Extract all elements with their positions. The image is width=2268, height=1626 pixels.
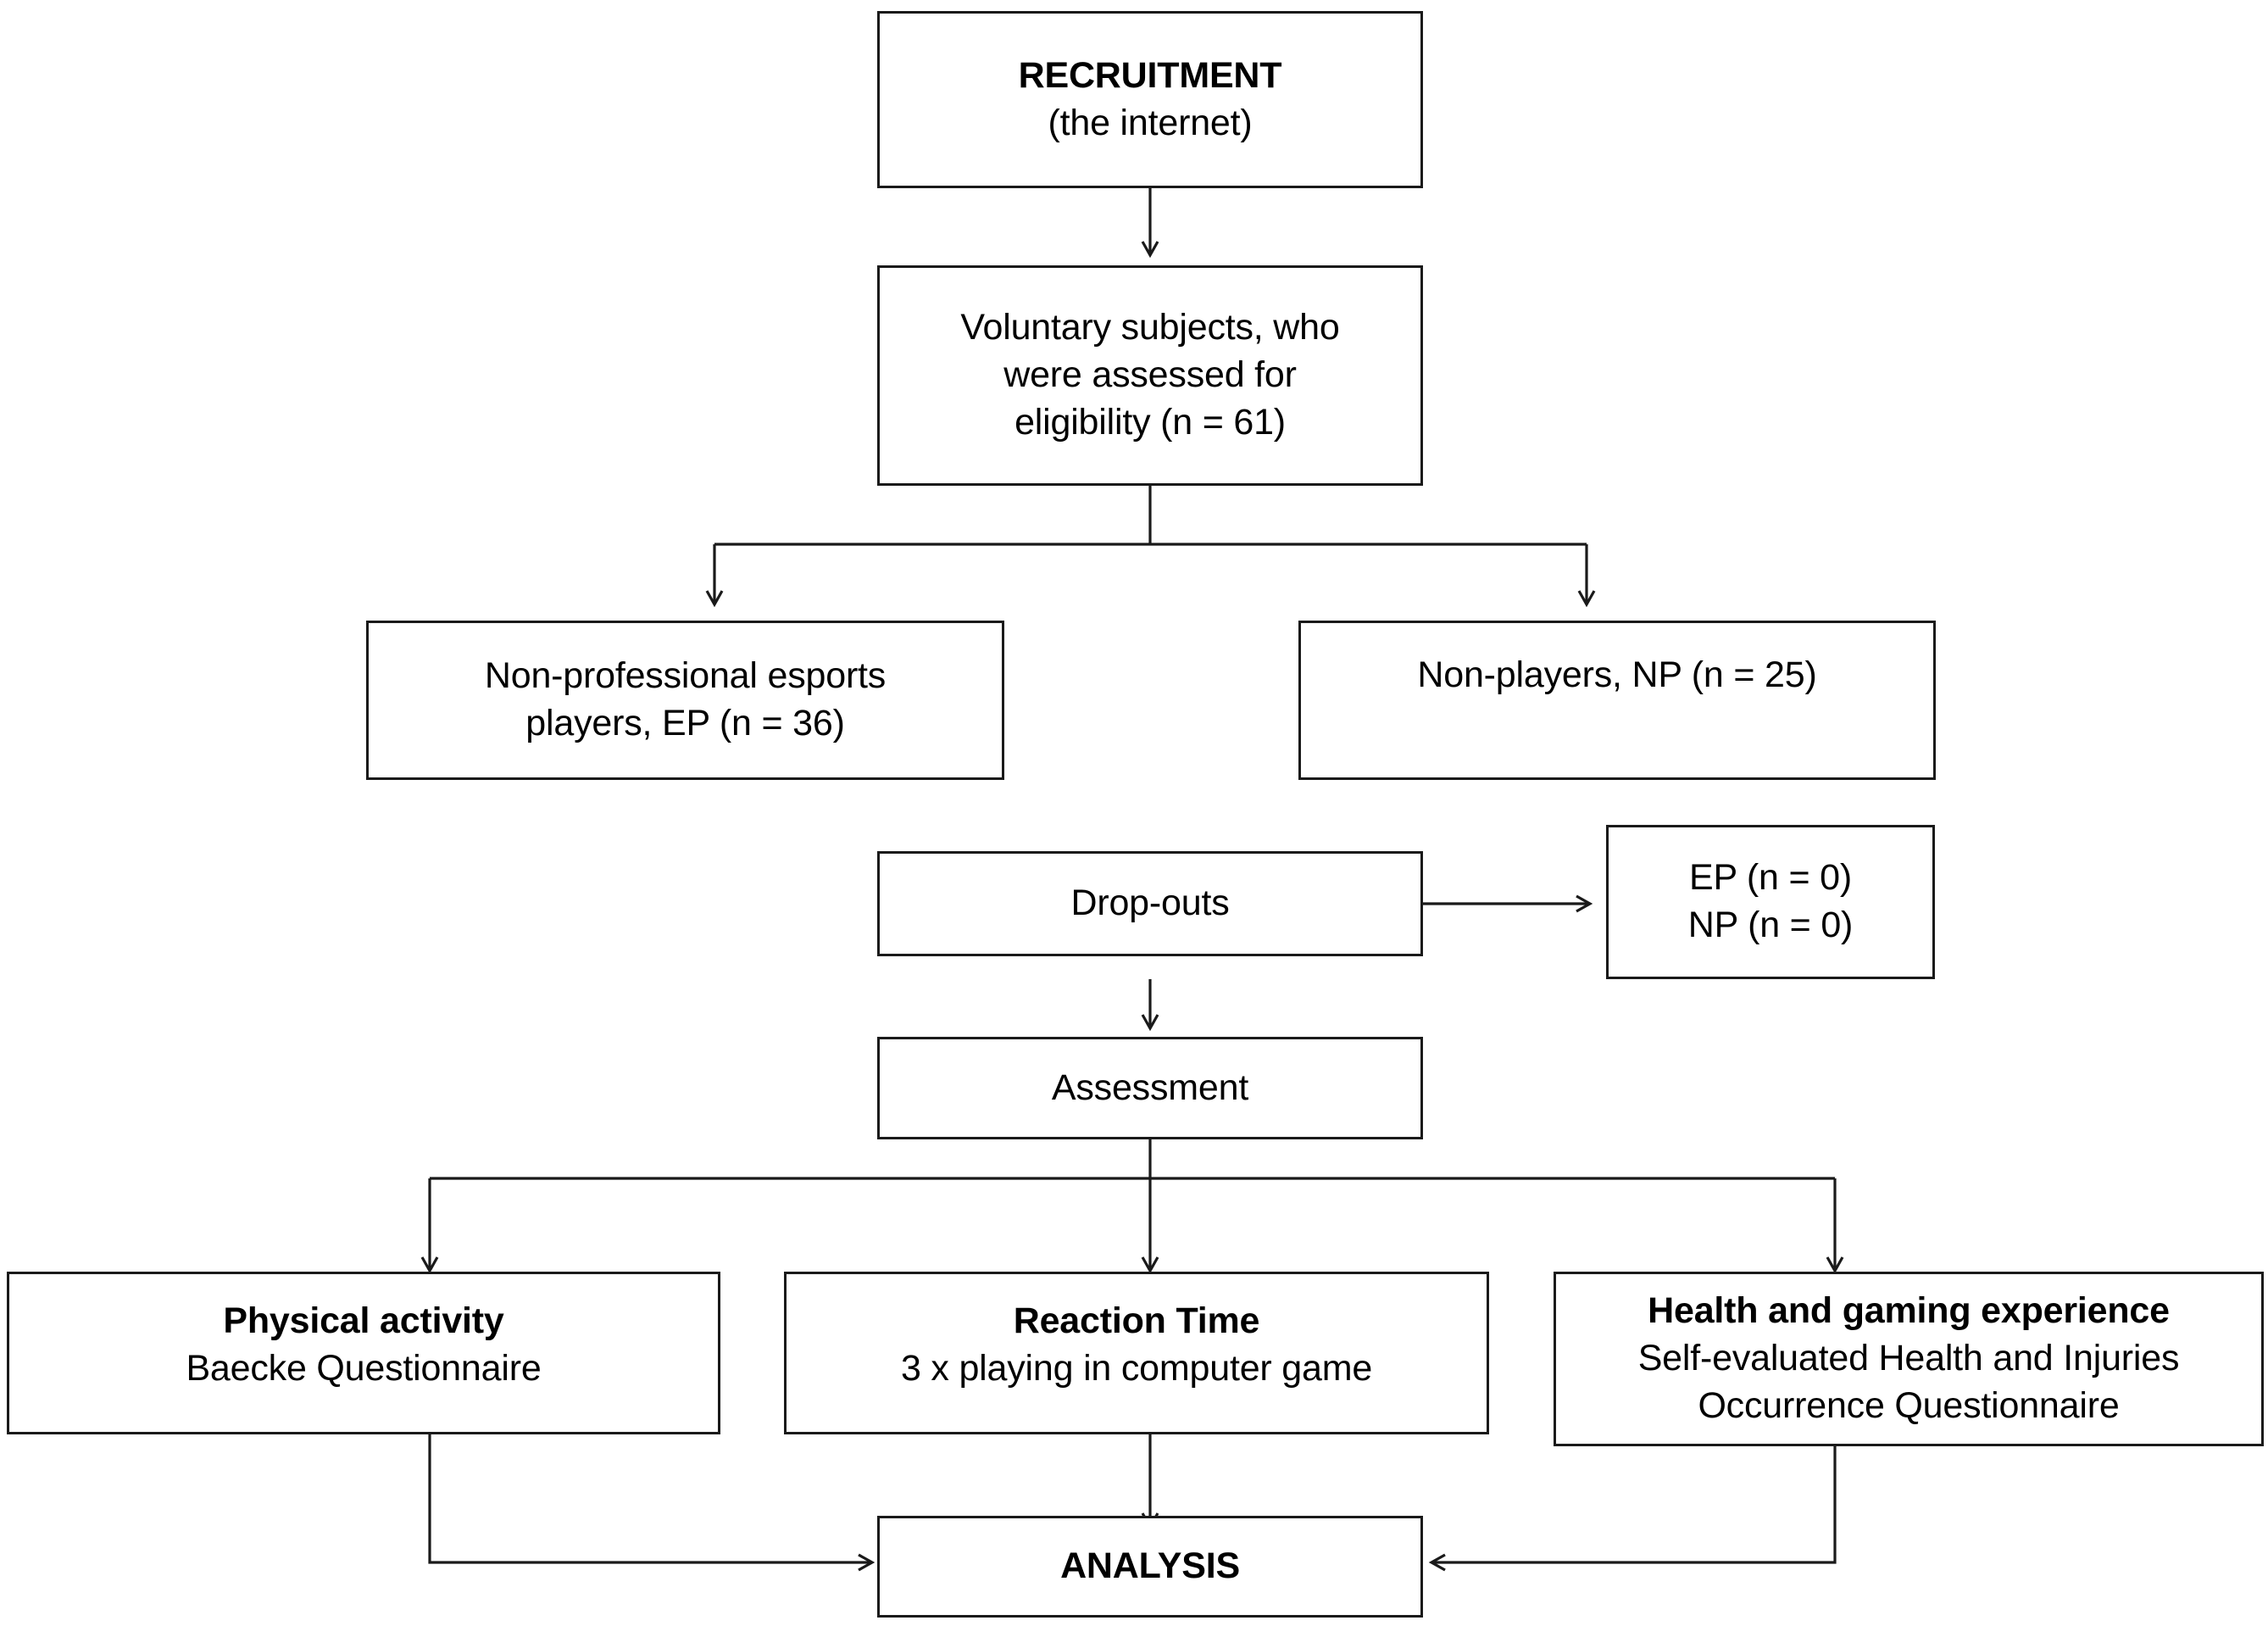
node-dropout-counts[interactable]: EP (n = 0) NP (n = 0)	[1606, 825, 1935, 979]
node-physical-activity[interactable]: Physical activity Baecke Questionnaire	[7, 1272, 720, 1434]
node-reaction-time[interactable]: Reaction Time 3 x playing in computer ga…	[784, 1272, 1489, 1434]
node-eligibility-line-1: Voluntary subjects, who	[960, 307, 1340, 348]
node-eligibility[interactable]: Voluntary subjects, who were assessed fo…	[877, 265, 1423, 486]
node-non-players-line-1: Non-players, NP (n = 25)	[1417, 654, 1817, 695]
node-esports-players[interactable]: Non-professional esports players, EP (n …	[366, 621, 1004, 780]
node-esports-players-line-2: players, EP (n = 36)	[525, 703, 845, 743]
node-health-gaming-line-1: Health and gaming experience	[1648, 1290, 2170, 1331]
node-recruitment-line-1: RECRUITMENT	[1018, 54, 1282, 96]
node-analysis[interactable]: ANALYSIS	[877, 1516, 1423, 1618]
node-assessment-line-1: Assessment	[1051, 1066, 1249, 1108]
node-health-gaming-line-2: Self-evaluated Health and Injuries	[1637, 1337, 2180, 1378]
node-dropouts-line-1: Drop-outs	[1070, 883, 1230, 924]
node-health-gaming-line-3: Occurrence Questionnaire	[1698, 1384, 2120, 1426]
node-esports-players-line-1: Non-professional esports	[484, 655, 887, 697]
node-health-gaming[interactable]: Health and gaming experience Self-evalua…	[1554, 1272, 2264, 1446]
node-recruitment-line-2: (the internet)	[1048, 102, 1253, 143]
node-eligibility-line-3: eligibility (n = 61)	[1014, 401, 1286, 443]
node-physical-activity-line-2: Baecke Questionnaire	[186, 1347, 542, 1389]
node-reaction-time-line-2: 3 x playing in computer game	[900, 1347, 1373, 1389]
node-recruitment[interactable]: RECRUITMENT (the internet)	[877, 11, 1423, 188]
node-dropout-counts-line-2: NP (n = 0)	[1687, 905, 1854, 945]
node-physical-activity-line-1: Physical activity	[223, 1300, 504, 1341]
node-analysis-line-1: ANALYSIS	[1060, 1545, 1240, 1587]
edge-health-to-analysis	[1428, 1446, 1837, 1572]
edge-physical-to-analysis	[428, 1434, 876, 1572]
node-non-players[interactable]: Non-players, NP (n = 25)	[1298, 621, 1936, 780]
node-dropout-counts-line-1: EP (n = 0)	[1688, 857, 1852, 899]
node-assessment[interactable]: Assessment	[877, 1037, 1423, 1139]
node-reaction-time-line-1: Reaction Time	[1013, 1300, 1260, 1341]
node-eligibility-line-2: were assessed for	[1003, 354, 1297, 396]
node-dropouts[interactable]: Drop-outs	[877, 851, 1423, 956]
